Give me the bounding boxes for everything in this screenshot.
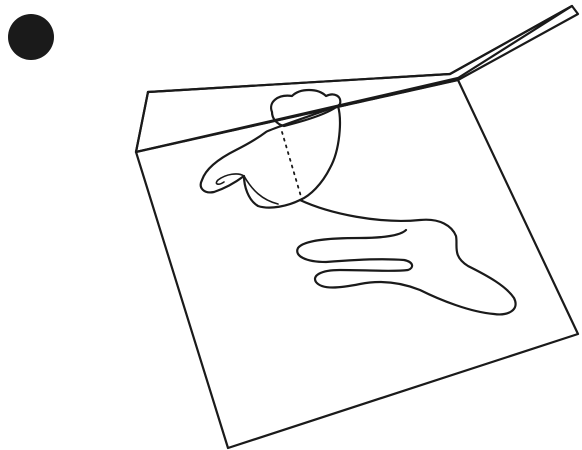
popup-card-illustration (0, 0, 582, 450)
